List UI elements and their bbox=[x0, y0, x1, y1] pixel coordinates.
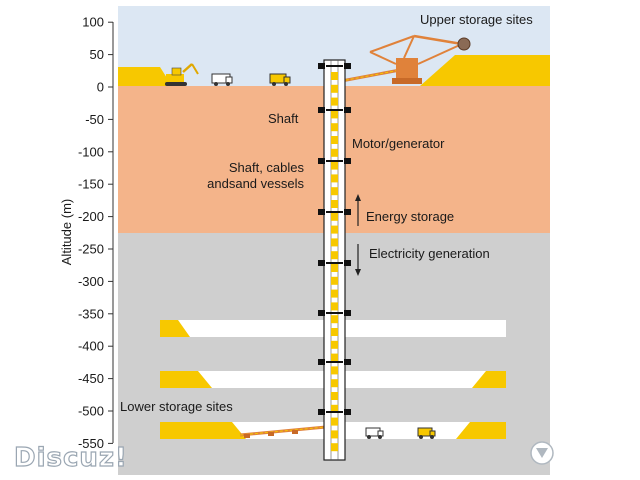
sand-vessel bbox=[331, 264, 338, 272]
y-tick-label: -550 bbox=[78, 436, 104, 451]
sand-vessel bbox=[331, 200, 338, 208]
electricity-generation-label: Electricity generation bbox=[369, 246, 490, 261]
y-tick-label: -500 bbox=[78, 404, 104, 419]
shaft-cables-label-line1: Shaft, cables bbox=[229, 160, 305, 175]
y-tick-label: 50 bbox=[90, 47, 104, 62]
motor-generator-unit bbox=[318, 310, 351, 316]
y-tick-label: -200 bbox=[78, 209, 104, 224]
sand-vessel bbox=[331, 379, 338, 388]
shaft-label: Shaft bbox=[268, 111, 299, 126]
sand-vessel bbox=[331, 353, 338, 362]
motor-generator-unit bbox=[318, 63, 351, 69]
sand-vessel bbox=[331, 251, 338, 260]
energy-storage-label: Energy storage bbox=[366, 209, 454, 224]
sand-vessel bbox=[331, 276, 338, 285]
motor-generator-unit bbox=[318, 209, 351, 215]
sand-vessel bbox=[331, 430, 338, 439]
y-tick-label: -400 bbox=[78, 339, 104, 354]
sand-vessel bbox=[331, 187, 338, 196]
sand-vessel bbox=[331, 404, 338, 413]
motor-generator-unit bbox=[318, 107, 351, 113]
y-tick-label: -150 bbox=[78, 177, 104, 192]
shaft-motors bbox=[318, 63, 351, 415]
sand-vessel bbox=[331, 289, 338, 298]
surface-sand-pile-right bbox=[420, 55, 550, 86]
y-tick-label: 100 bbox=[82, 15, 104, 30]
sand-vessel bbox=[331, 174, 338, 183]
truck-icon-surface-1 bbox=[211, 73, 233, 86]
motor-generator-label: Motor/generator bbox=[352, 136, 445, 151]
sand-vessel bbox=[331, 392, 338, 400]
sand-vessel bbox=[331, 443, 338, 452]
y-tick-label: -100 bbox=[78, 144, 104, 159]
motor-generator-unit bbox=[318, 158, 351, 164]
sand-vessel bbox=[331, 84, 338, 93]
truck-icon-lower-1 bbox=[365, 427, 384, 439]
excavator-icon bbox=[165, 63, 199, 86]
watermark-text: Discuz! bbox=[14, 443, 128, 473]
motor-generator-unit bbox=[318, 260, 351, 266]
y-tick-label: -300 bbox=[78, 274, 104, 289]
upper-conveyor-icon bbox=[335, 68, 401, 84]
y-tick-label: -350 bbox=[78, 306, 104, 321]
sand-vessel bbox=[331, 302, 338, 311]
sand-vessel bbox=[331, 417, 338, 426]
y-axis-title: Altitude (m) bbox=[59, 199, 74, 265]
energy-storage-arrow-icon bbox=[355, 194, 361, 226]
shaft-cables-label-line2: andsand vessels bbox=[207, 176, 304, 191]
watermark-logo-icon bbox=[530, 441, 554, 465]
motor-generator-unit bbox=[318, 359, 351, 365]
shaft-vessels bbox=[331, 72, 338, 452]
sand-vessel bbox=[331, 315, 338, 324]
lower-conveyor-icon bbox=[239, 425, 327, 438]
lower-storage-label: Lower storage sites bbox=[120, 399, 233, 414]
truck-icon-lower-2 bbox=[417, 427, 436, 439]
sand-vessel bbox=[331, 148, 338, 157]
surface-sand-pile-left bbox=[118, 67, 172, 86]
upper-storage-label: Upper storage sites bbox=[420, 12, 533, 27]
sand-vessel bbox=[331, 136, 338, 144]
y-axis-ticks: 100 50 0 -50 -100 -150 -200 -250 -300 -350 -400 -45… bbox=[78, 15, 113, 451]
sand-vessel bbox=[331, 238, 338, 247]
truck-icon-surface-2 bbox=[269, 73, 291, 86]
sand-vessel bbox=[331, 161, 338, 170]
sand-vessel bbox=[331, 123, 338, 132]
sand-vessel bbox=[331, 366, 338, 375]
y-tick-label: -50 bbox=[85, 112, 104, 127]
sand-vessel bbox=[331, 212, 338, 221]
motor-generator-unit bbox=[318, 409, 351, 415]
sand-vessel bbox=[331, 110, 338, 119]
sand-vessel bbox=[331, 340, 338, 349]
y-tick-label: -450 bbox=[78, 371, 104, 386]
y-tick-label: -250 bbox=[78, 242, 104, 257]
sand-vessel bbox=[331, 72, 338, 80]
bucket-wheel-excavator-icon bbox=[369, 34, 471, 84]
sand-vessel bbox=[331, 328, 338, 336]
electricity-generation-arrow-icon bbox=[355, 244, 361, 276]
sand-vessel bbox=[331, 225, 338, 234]
y-tick-label: 0 bbox=[97, 80, 104, 95]
sand-vessel bbox=[331, 97, 338, 106]
